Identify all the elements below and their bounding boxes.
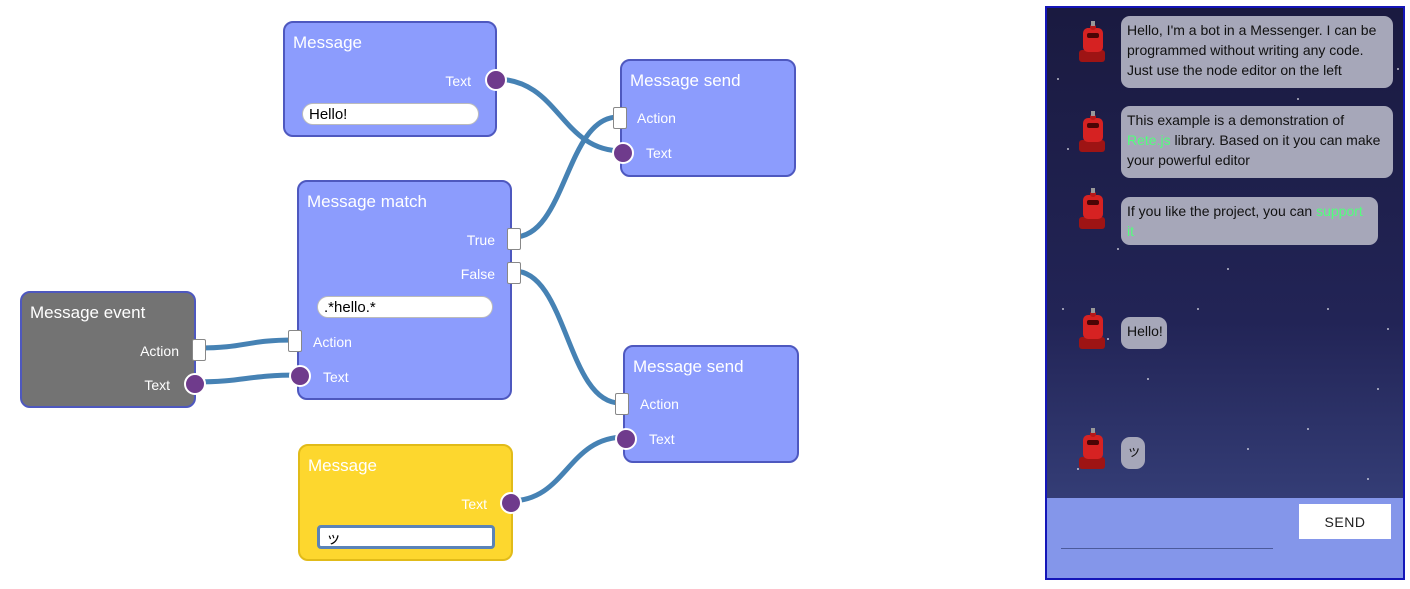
star (1077, 468, 1079, 470)
output-socket-text[interactable] (184, 373, 206, 395)
input-label-action: Action (640, 396, 679, 412)
input-socket-text[interactable] (289, 365, 311, 387)
input-label-action: Action (313, 334, 352, 350)
star (1107, 338, 1109, 340)
chat-message-input[interactable] (1061, 526, 1273, 549)
input-socket-action[interactable] (615, 393, 629, 415)
star (1377, 388, 1379, 390)
input-label-action: Action (637, 110, 676, 126)
star (1397, 68, 1399, 70)
star (1327, 308, 1329, 310)
output-label-action: Action (140, 343, 179, 359)
robot-avatar-icon (1075, 427, 1111, 475)
message-text: If you like the project, you can (1127, 203, 1317, 219)
output-socket-true[interactable] (507, 228, 521, 250)
node-title: Message match (307, 192, 427, 211)
robot-avatar-icon (1075, 187, 1111, 235)
message-text: Hello, I'm a bot in a Messenger. I can b… (1127, 22, 1377, 78)
output-socket-text[interactable] (500, 492, 522, 514)
output-label-text: Text (144, 377, 170, 393)
connection-message1-text-to-send1-text[interactable] (492, 76, 625, 154)
chat-panel: Hello, I'm a bot in a Messenger. I can b… (1045, 6, 1405, 580)
message-link[interactable]: Rete.js (1127, 132, 1171, 148)
star (1117, 248, 1119, 250)
star (1297, 98, 1299, 100)
star (1067, 148, 1069, 150)
message-bubble: Hello! (1121, 317, 1167, 349)
star (1307, 428, 1309, 430)
star (1147, 378, 1149, 380)
connection-event-action-to-match-action[interactable] (196, 337, 297, 351)
message-text: library. Based on it you can make your p… (1127, 132, 1381, 168)
output-label-true: True (466, 232, 495, 248)
send-button[interactable]: SEND (1299, 504, 1391, 539)
star (1387, 328, 1389, 330)
message-text-input[interactable] (302, 103, 479, 125)
input-label-text: Text (646, 145, 672, 161)
connection-match-true-to-send1-action[interactable] (511, 114, 621, 240)
output-socket-false[interactable] (507, 262, 521, 284)
node-message-event[interactable]: Message event Action Text (20, 291, 206, 408)
output-socket-text[interactable] (485, 69, 507, 91)
input-label-text: Text (649, 431, 675, 447)
node-title: Message (293, 33, 362, 52)
node-message-send[interactable]: Message send Action Text (615, 345, 799, 463)
node-title: Message event (30, 303, 146, 322)
star (1367, 478, 1369, 480)
message-text: Hello! (1127, 323, 1163, 339)
message-text: This example is a demonstration of (1127, 112, 1345, 128)
star (1057, 78, 1059, 80)
input-label-text: Text (323, 369, 349, 385)
star (1227, 268, 1229, 270)
connection-match-false-to-send2-action[interactable] (511, 268, 623, 406)
message-text: ッ (1127, 443, 1141, 459)
node-title: Message send (630, 71, 741, 90)
star (1062, 308, 1064, 310)
node-title: Message send (633, 357, 744, 376)
message-bubble: Hello, I'm a bot in a Messenger. I can b… (1121, 16, 1393, 88)
robot-avatar-icon (1075, 110, 1111, 158)
input-socket-action[interactable] (613, 107, 627, 129)
star (1197, 308, 1199, 310)
output-label-text: Text (445, 73, 471, 89)
node-message-selected[interactable]: Message Text (298, 444, 522, 561)
chat-input-bar: SEND (1047, 498, 1403, 578)
message-bubble: If you like the project, you can support… (1121, 197, 1378, 245)
message-link[interactable]: support it (1127, 203, 1363, 239)
input-socket-text[interactable] (612, 142, 634, 164)
output-label-false: False (460, 266, 495, 282)
robot-avatar-icon (1075, 20, 1111, 68)
message-text-input[interactable] (317, 525, 495, 549)
star (1247, 448, 1249, 450)
message-bubble: This example is a demonstration of Rete.… (1121, 106, 1393, 178)
node-message[interactable]: Message Text (283, 21, 507, 137)
input-socket-action[interactable] (288, 330, 302, 352)
input-socket-text[interactable] (615, 428, 637, 450)
node-message-match[interactable]: Message match True False Action Text (288, 180, 521, 400)
node-message-send[interactable]: Message send Action Text (612, 59, 796, 177)
robot-avatar-icon (1075, 307, 1111, 355)
connection-message2-text-to-send2-text[interactable] (507, 434, 628, 504)
message-bubble: ッ (1121, 437, 1145, 469)
connection-event-text-to-match-text[interactable] (191, 372, 302, 385)
regex-pattern-input[interactable] (317, 296, 493, 318)
output-socket-action[interactable] (192, 339, 206, 361)
output-label-text: Text (461, 496, 487, 512)
node-title: Message (308, 456, 377, 475)
